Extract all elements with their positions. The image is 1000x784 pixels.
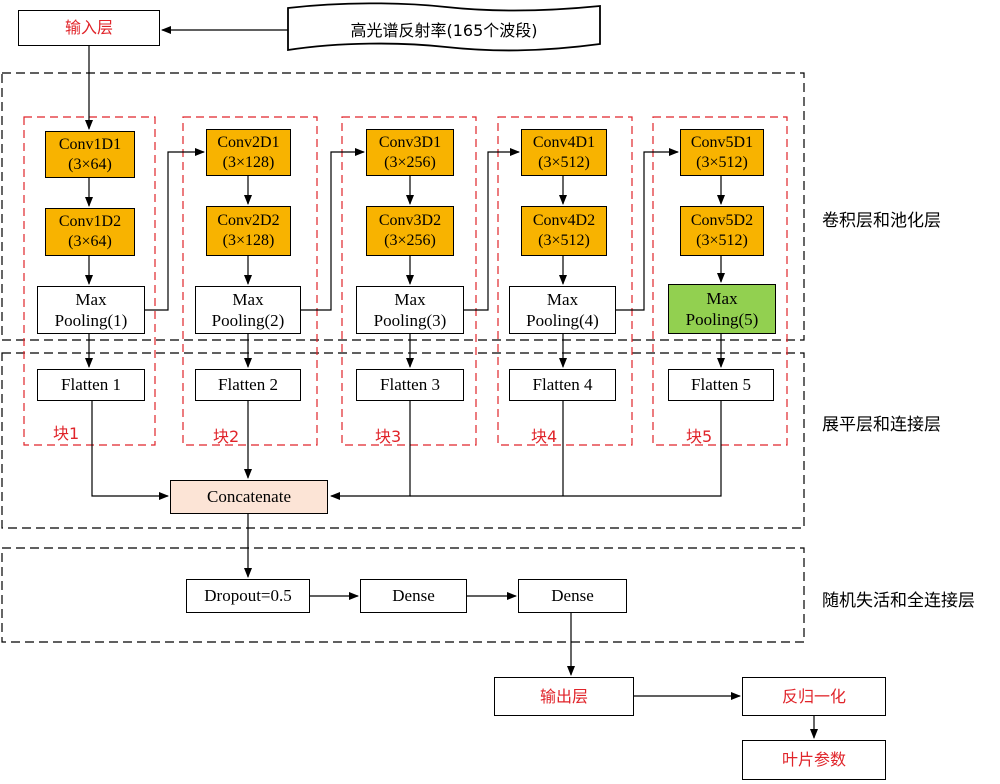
block2-label: 块2 — [213, 427, 240, 446]
arrow-b1-to-b2 — [145, 148, 205, 311]
arrow-flatten3-concat — [330, 401, 411, 500]
block5-maxpool: Max Pooling(5) — [668, 284, 776, 334]
section-label-flatten-concat: 展平层和连接层 — [822, 415, 941, 435]
arrow-b2-to-b3 — [301, 148, 365, 311]
source-banner-label: 高光谱反射率(165个波段) — [350, 21, 538, 40]
block-frame-4 — [497, 116, 633, 446]
section-label-dropout-dense: 随机失活和全连接层 — [822, 591, 975, 611]
block1-conv1: Conv1D1 (3×64) — [45, 131, 135, 178]
section-label-conv-pool: 卷积层和池化层 — [822, 211, 941, 231]
concatenate-node: Concatenate — [170, 480, 328, 514]
block5-conv1: Conv5D1 (3×512) — [680, 129, 764, 176]
section-frame-conv-pool — [1, 72, 805, 341]
block1-maxpool: Max Pooling(1) — [37, 286, 145, 334]
block4-conv1: Conv4D1 (3×512) — [521, 129, 607, 176]
block-frame-2 — [182, 116, 318, 446]
block4-label: 块4 — [531, 427, 558, 446]
block-frame-3 — [341, 116, 477, 446]
block3-conv1: Conv3D1 (3×256) — [366, 129, 454, 176]
block5-conv2: Conv5D2 (3×512) — [680, 206, 764, 256]
source-banner-shape — [287, 2, 601, 52]
output-layer-node: 输出层 — [494, 677, 634, 716]
block5-label: 块5 — [686, 427, 713, 446]
block4-flatten: Flatten 4 — [509, 369, 616, 401]
block1-conv2: Conv1D2 (3×64) — [45, 208, 135, 256]
block1-label: 块1 — [53, 424, 80, 443]
section-frame-flatten-concat — [1, 352, 805, 529]
block5-flatten: Flatten 5 — [668, 369, 774, 401]
leaf-params-node: 叶片参数 — [742, 740, 886, 780]
block2-maxpool: Max Pooling(2) — [195, 286, 301, 334]
block4-conv2: Conv4D2 (3×512) — [521, 206, 607, 256]
block3-label: 块3 — [375, 427, 402, 446]
dense1-node: Dense — [360, 579, 467, 613]
block3-maxpool: Max Pooling(3) — [356, 286, 464, 334]
block2-conv1: Conv2D1 (3×128) — [206, 129, 291, 176]
block3-conv2: Conv3D2 (3×256) — [366, 206, 454, 256]
section-frame-dropout-dense — [1, 547, 805, 643]
arrow-b3-to-b4 — [464, 148, 520, 311]
block2-flatten: Flatten 2 — [195, 369, 301, 401]
input-layer-node: 输入层 — [18, 10, 160, 46]
arrow-b4-to-b5 — [616, 148, 679, 311]
block-frame-5 — [652, 116, 788, 446]
denormalize-node: 反归一化 — [742, 677, 886, 716]
wire-flatten5-concat — [410, 401, 722, 497]
arrow-flatten1-concat — [91, 401, 169, 500]
dropout-node: Dropout=0.5 — [186, 579, 310, 613]
block1-flatten: Flatten 1 — [37, 369, 145, 401]
block2-conv2: Conv2D2 (3×128) — [206, 206, 291, 256]
block3-flatten: Flatten 3 — [356, 369, 464, 401]
block4-maxpool: Max Pooling(4) — [509, 286, 616, 334]
dense2-node: Dense — [518, 579, 627, 613]
